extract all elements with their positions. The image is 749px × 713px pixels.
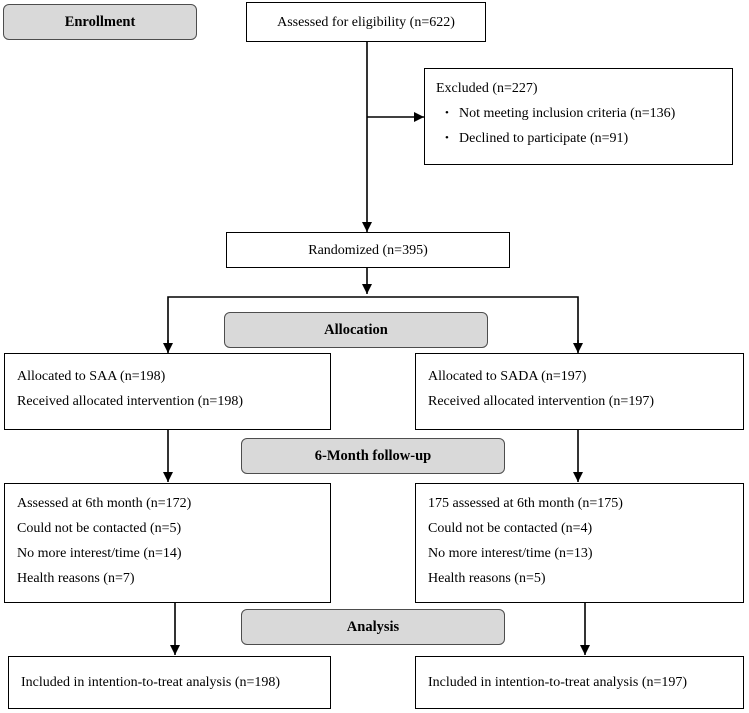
left-allocation-box: Allocated to SAA (n=198) Received alloca… bbox=[4, 353, 331, 430]
randomized-text: Randomized (n=395) bbox=[308, 242, 428, 258]
excluded-item: Declined to participate (n=91) bbox=[436, 126, 732, 151]
left-analysis-box: Included in intention-to-treat analysis … bbox=[8, 656, 331, 709]
left-allocation-line: Received allocated intervention (n=198) bbox=[17, 394, 243, 409]
right-followup-line: 175 assessed at 6th month (n=175) bbox=[428, 496, 623, 511]
left-followup-box: Assessed at 6th month (n=172) Could not … bbox=[4, 483, 331, 603]
excluded-item: Not meeting inclusion criteria (n=136) bbox=[436, 101, 732, 126]
right-followup-line: Could not be contacted (n=4) bbox=[428, 521, 593, 536]
right-analysis-box: Included in intention-to-treat analysis … bbox=[415, 656, 744, 709]
right-allocation-line: Allocated to SADA (n=197) bbox=[428, 369, 587, 384]
right-followup-box: 175 assessed at 6th month (n=175) Could … bbox=[415, 483, 744, 603]
left-followup-line: No more interest/time (n=14) bbox=[17, 546, 182, 561]
analysis-label: Analysis bbox=[241, 609, 505, 645]
followup-label: 6-Month follow-up bbox=[241, 438, 505, 474]
right-followup-line: Health reasons (n=5) bbox=[428, 571, 546, 586]
allocation-label: Allocation bbox=[224, 312, 488, 348]
split-connector bbox=[167, 296, 579, 352]
randomized-box: Randomized (n=395) bbox=[226, 232, 510, 268]
left-followup-line: Health reasons (n=7) bbox=[17, 571, 135, 586]
left-allocation-line: Allocated to SAA (n=198) bbox=[17, 369, 166, 384]
excluded-title: Excluded (n=227) bbox=[436, 81, 538, 96]
left-analysis-text: Included in intention-to-treat analysis … bbox=[21, 675, 281, 690]
excluded-box: Excluded (n=227) Not meeting inclusion c… bbox=[424, 68, 733, 165]
right-followup-line: No more interest/time (n=13) bbox=[428, 546, 593, 561]
left-followup-line: Could not be contacted (n=5) bbox=[17, 521, 182, 536]
right-allocation-box: Allocated to SADA (n=197) Received alloc… bbox=[415, 353, 744, 430]
excluded-list: Not meeting inclusion criteria (n=136) D… bbox=[436, 101, 732, 151]
right-allocation-line: Received allocated intervention (n=197) bbox=[428, 394, 654, 409]
right-analysis-text: Included in intention-to-treat analysis … bbox=[428, 675, 688, 690]
assessed-box: Assessed for eligibility (n=622) bbox=[246, 2, 486, 42]
left-followup-line: Assessed at 6th month (n=172) bbox=[17, 496, 192, 511]
assessed-text: Assessed for eligibility (n=622) bbox=[277, 14, 455, 30]
enrollment-label: Enrollment bbox=[3, 4, 197, 40]
